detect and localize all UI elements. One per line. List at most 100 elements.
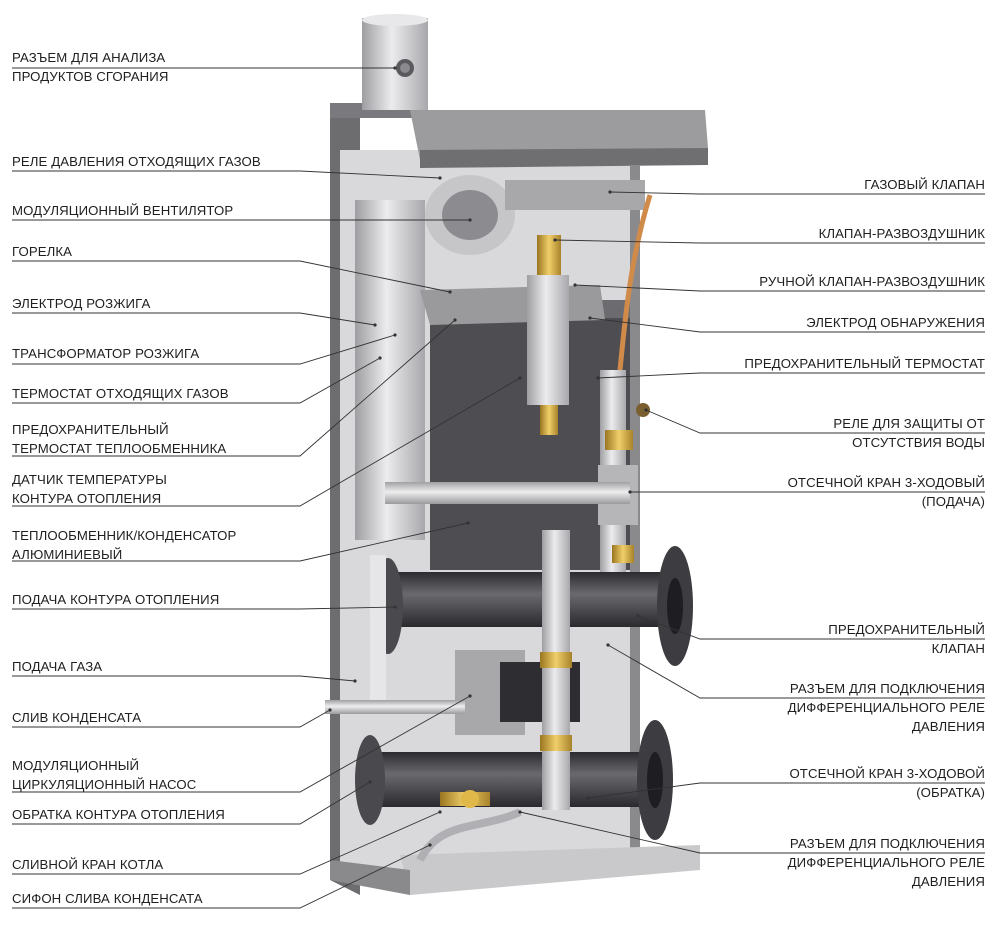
circulation-pump-leader [12, 695, 471, 793]
ignition-transformer-leader [12, 334, 396, 365]
drain-valve [440, 790, 490, 808]
ignition-transformer-leader-dot [393, 333, 397, 337]
label-detection-electrode-line: ЭЛЕКТРОД ОБНАРУЖЕНИЯ [806, 315, 985, 330]
diff-pressure-port-1-leader-dot [606, 643, 610, 647]
gas-valve-leader [609, 191, 985, 195]
boiler-drain-valve-leader-dot [438, 810, 442, 814]
label-shutoff-valve-return: ОТСЕЧНОЙ КРАН 3-ХОДОВОЙ(ОБРАТКА) [789, 764, 985, 802]
pump-riser-pipe [542, 530, 570, 810]
label-hx-safety-thermostat-line: ПРЕДОХРАНИТЕЛЬНЫЙ [12, 422, 169, 437]
label-diff-pressure-port-1-line: ДИФФЕРЕНЦИАЛЬНОГО РЕЛЕ [787, 700, 985, 715]
label-heating-return-line: ОБРАТКА КОНТУРА ОТОПЛЕНИЯ [12, 807, 225, 822]
flue-thermostat-leader [12, 357, 381, 404]
flue-analysis-port-leader-dot [393, 66, 397, 70]
safety-thermostat-leader [597, 372, 985, 379]
label-heat-exchanger-line: АЛЮМИНИЕВЫЙ [12, 547, 123, 562]
diff-pressure-port-2-leader [519, 811, 985, 854]
label-ignition-electrode-line: ЭЛЕКТРОД РОЗЖИГА [12, 296, 151, 311]
ignition-electrode-leader-dot [373, 323, 377, 327]
return-manifold [355, 720, 673, 840]
fan-housing [425, 175, 645, 255]
gas-inlet-pipe [325, 700, 465, 714]
heating-return-leader-dot [368, 780, 372, 784]
label-modulating-fan: МОДУЛЯЦИОННЫЙ ВЕНТИЛЯТОР [12, 201, 233, 220]
label-manual-air-vent: РУЧНОЙ КЛАПАН-РАЗВОЗДУШНИК [759, 272, 985, 291]
supply-valve-column [598, 370, 650, 580]
boiler-drain-valve-leader [12, 811, 441, 875]
label-hx-safety-thermostat: ПРЕДОХРАНИТЕЛЬНЫЙ ТЕРМОСТАТ ТЕПЛООБМЕННИК… [12, 420, 226, 458]
detection-electrode-leader [589, 317, 985, 333]
flue-pressure-switch-leader [12, 170, 441, 179]
gas-supply-leader [12, 675, 356, 682]
detection-electrode-leader-dot [588, 316, 592, 320]
flue-thermostat-leader-dot [378, 356, 382, 360]
label-heating-return: ОБРАТКА КОНТУРА ОТОПЛЕНИЯ [12, 805, 225, 824]
label-heating-temp-sensor-line: ДАТЧИК ТЕМПЕРАТУРЫ [12, 472, 167, 487]
safety-thermostat-leader-dot [596, 376, 600, 380]
heat-exchanger-leader-dot [466, 521, 470, 525]
label-safety-valve-line: КЛАПАН [931, 641, 985, 656]
shutoff-valve-return-leader [587, 782, 985, 799]
hx-crossover-pipe [385, 482, 630, 504]
siphon-hose [416, 808, 522, 862]
ignition-electrode-leader [12, 312, 376, 326]
label-shutoff-valve-supply: ОТСЕЧНОЙ КРАН 3-ХОДОВЫЙ(ПОДАЧА) [788, 473, 985, 511]
shutoff-valve-return-leader-dot [586, 796, 590, 800]
label-diff-pressure-port-2-line: РАЗЪЕМ ДЛЯ ПОДКЛЮЧЕНИЯ [789, 836, 985, 851]
heating-temp-sensor-leader [12, 377, 521, 507]
label-low-water-relay-line: ОТСУТСТВИЯ ВОДЫ [852, 435, 985, 450]
label-diff-pressure-port-2-line: ДИФФЕРЕНЦИАЛЬНОГО РЕЛЕ [787, 855, 985, 870]
safety-valve-leader [637, 615, 985, 640]
label-flue-thermostat: ТЕРМОСТАТ ОТХОДЯЩИХ ГАЗОВ [12, 384, 229, 403]
label-gas-supply: ПОДАЧА ГАЗА [12, 657, 102, 676]
heating-temp-sensor-leader-dot [518, 376, 522, 380]
heating-supply-leader [12, 606, 396, 610]
heating-return-leader [12, 781, 371, 825]
label-modulating-fan-line: МОДУЛЯЦИОННЫЙ ВЕНТИЛЯТОР [12, 203, 234, 218]
label-diff-pressure-port-1-line: ДАВЛЕНИЯ [911, 719, 985, 734]
label-circulation-pump-line: МОДУЛЯЦИОННЫЙ [12, 758, 140, 773]
label-flue-thermostat-line: ТЕРМОСТАТ ОТХОДЯЩИХ ГАЗОВ [12, 386, 229, 401]
supply-manifold [373, 546, 693, 666]
burner-leader [12, 260, 451, 293]
manual-air-vent-leader-dot [573, 283, 577, 287]
label-safety-valve-line: ПРЕДОХРАНИТЕЛЬНЫЙ [828, 622, 985, 637]
label-condensate-siphon-line: СИФОН СЛИВА КОНДЕНСАТА [12, 891, 203, 906]
label-shutoff-valve-return-line: ОТСЕЧНОЙ КРАН 3-ХОДОВОЙ [789, 766, 985, 781]
label-low-water-relay-line: РЕЛЕ ДЛЯ ЗАЩИТЫ ОТ [833, 416, 985, 431]
label-flue-pressure-switch: РЕЛЕ ДАВЛЕНИЯ ОТХОДЯЩИХ ГАЗОВ [12, 152, 261, 171]
label-circulation-pump-line: ЦИРКУЛЯЦИОННЫЙ НАСОС [12, 777, 197, 792]
burner-leader-dot [448, 290, 452, 294]
condensate-drain-leader [12, 709, 331, 728]
label-heat-exchanger: ТЕПЛООБМЕННИК/КОНДЕНСАТОР АЛЮМИНИЕВЫЙ [12, 526, 236, 564]
label-heat-exchanger-line: ТЕПЛООБМЕННИК/КОНДЕНСАТОР [12, 528, 237, 543]
label-heating-supply-line: ПОДАЧА КОНТУРА ОТОПЛЕНИЯ [12, 592, 220, 607]
air-vent-assembly [527, 235, 569, 435]
burner-plate [420, 285, 605, 325]
low-water-relay-leader [645, 409, 985, 434]
low-water-relay-leader-dot [644, 408, 648, 412]
circulation-pump-leader-dot [468, 694, 472, 698]
label-air-vent-valve: КЛАПАН-РАЗВОЗДУШНИК [819, 224, 985, 243]
safety-valve-leader-dot [636, 614, 640, 618]
label-ignition-electrode: ЭЛЕКТРОД РОЗЖИГА [12, 294, 150, 313]
label-diff-pressure-port-2-line: ДАВЛЕНИЯ [911, 874, 985, 889]
label-detection-electrode: ЭЛЕКТРОД ОБНАРУЖЕНИЯ [806, 313, 985, 332]
modulating-fan-leader-dot [468, 218, 472, 222]
label-boiler-drain-valve-line: СЛИВНОЙ КРАН КОТЛА [12, 857, 164, 872]
flue-pipe [362, 14, 428, 110]
heating-supply-leader-dot [393, 605, 397, 609]
label-flue-analysis-port-line: ПРОДУКТОВ СГОРАНИЯ [12, 69, 169, 84]
air-vent-valve-leader-dot [553, 238, 557, 242]
air-vent-valve-leader [554, 239, 985, 244]
gas-supply-leader-dot [353, 679, 357, 683]
label-hx-safety-thermostat-line: ТЕРМОСТАТ ТЕПЛООБМЕННИКА [12, 441, 227, 456]
condensate-drain-leader-dot [328, 708, 332, 712]
condensate-siphon-leader [12, 844, 431, 909]
label-manual-air-vent-line: РУЧНОЙ КЛАПАН-РАЗВОЗДУШНИК [759, 274, 985, 289]
